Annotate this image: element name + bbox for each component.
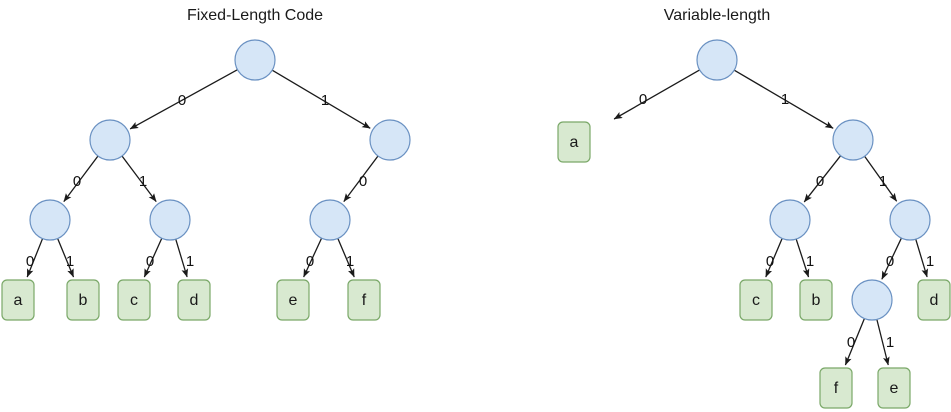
tree-edge-v-RRL-to-v-e xyxy=(876,319,890,366)
tree-edge-v-RL-to-v-c xyxy=(765,238,783,278)
leaf-label: f xyxy=(362,292,367,309)
internal-node xyxy=(851,279,893,321)
edge-bit-label: 1 xyxy=(139,173,147,190)
leaf-node-e xyxy=(276,279,310,321)
titles-layer: Fixed-Length Code Variable-length xyxy=(187,7,770,24)
edge-bit-label: 0 xyxy=(306,253,314,270)
tree-edge-v-R-to-v-RL xyxy=(803,155,842,203)
leaf-node-d xyxy=(177,279,211,321)
edge-bit-label: 1 xyxy=(321,92,329,109)
tree-edge-f-R-to-f-RL xyxy=(343,155,379,202)
edge-bit-label: 1 xyxy=(806,253,814,270)
leaf-label: d xyxy=(930,292,939,309)
leaf-label: c xyxy=(130,292,138,309)
leaf-label: e xyxy=(890,380,899,397)
edge-bit-label: 1 xyxy=(781,91,789,108)
tree-edge-f-LL-to-f-a xyxy=(26,238,44,278)
tree-edge-v-RL-to-v-b xyxy=(795,238,810,278)
edge-bit-label: 1 xyxy=(926,253,934,270)
leaf-label: c xyxy=(752,292,760,309)
edges-layer xyxy=(26,69,929,366)
internal-node xyxy=(149,199,191,241)
leaf-node-a xyxy=(1,279,35,321)
tree-edge-f-root-to-f-L xyxy=(129,69,238,130)
tree-edge-f-L-to-f-LL xyxy=(63,155,99,202)
internal-node xyxy=(309,199,351,241)
internal-node xyxy=(234,39,276,81)
edge-bit-label: 0 xyxy=(847,334,855,351)
leaf-label: d xyxy=(190,292,199,309)
edge-bit-label: 1 xyxy=(879,173,887,190)
tree-edge-v-RR-to-v-RRL xyxy=(881,237,903,280)
edge-bit-label: 1 xyxy=(886,334,894,351)
leaf-node-d xyxy=(917,279,951,321)
leaf-node-b xyxy=(799,279,833,321)
edge-bit-label: 0 xyxy=(886,253,894,270)
leaf-label: e xyxy=(289,292,298,309)
internal-node xyxy=(29,199,71,241)
tree-edge-f-LL-to-f-b xyxy=(57,238,75,278)
tree-edge-f-LR-to-f-c xyxy=(143,237,163,278)
leaf-node-c xyxy=(739,279,773,321)
internal-node xyxy=(769,199,811,241)
tree-edge-f-RL-to-f-f xyxy=(337,238,355,278)
tree-edge-v-root-to-v-R xyxy=(733,69,834,129)
internal-node xyxy=(696,39,738,81)
edge-bit-label: 0 xyxy=(816,173,824,190)
internal-node xyxy=(369,119,411,161)
diagram-title-fixed-length: Fixed-Length Code xyxy=(187,7,323,24)
tree-edge-v-root-to-v-a xyxy=(613,69,700,120)
tree-edge-v-RR-to-v-d xyxy=(915,238,929,278)
edge-bit-label: 1 xyxy=(186,253,194,270)
diagram-title-variable-length: Variable-length xyxy=(664,7,770,24)
edge-bit-label: 1 xyxy=(346,253,354,270)
edge-bit-label: 0 xyxy=(26,253,34,270)
edge-bit-label: 0 xyxy=(178,92,186,109)
nodes-layer xyxy=(1,39,951,409)
leaf-node-f xyxy=(347,279,381,321)
leaf-node-e xyxy=(877,367,911,409)
internal-node xyxy=(889,199,931,241)
tree-edge-v-RRL-to-v-f xyxy=(844,318,866,366)
leaf-label: a xyxy=(570,134,579,151)
edge-bit-label: 0 xyxy=(146,253,154,270)
tree-edge-f-L-to-f-LR xyxy=(121,155,157,202)
leaf-node-b xyxy=(66,279,100,321)
leaf-label: a xyxy=(14,292,23,309)
tree-edge-v-R-to-v-RR xyxy=(864,155,898,202)
internal-node xyxy=(832,119,874,161)
edge-bit-label: 0 xyxy=(73,173,81,190)
edge-bit-label: 0 xyxy=(359,173,367,190)
leaf-node-c xyxy=(117,279,151,321)
internal-node xyxy=(89,119,131,161)
edge-bit-label: 1 xyxy=(66,253,74,270)
tree-edge-f-root-to-f-R xyxy=(271,69,371,129)
leaf-label: f xyxy=(834,380,839,397)
leaf-label: b xyxy=(79,292,88,309)
edge-bit-label: 0 xyxy=(639,91,647,108)
leaf-node-f xyxy=(819,367,853,409)
tree-edge-f-LR-to-f-d xyxy=(175,238,189,278)
tree-edge-f-RL-to-f-e xyxy=(303,237,323,278)
labels-layer: 0 1 0 1 0 0 1 0 1 0 1 a b c d e f 0 1 0 1 0 1 0 1 0 1 a c b d f e xyxy=(14,91,939,397)
leaf-label: b xyxy=(812,292,821,309)
edge-bit-label: 0 xyxy=(766,253,774,270)
leaf-node-a xyxy=(557,121,591,163)
